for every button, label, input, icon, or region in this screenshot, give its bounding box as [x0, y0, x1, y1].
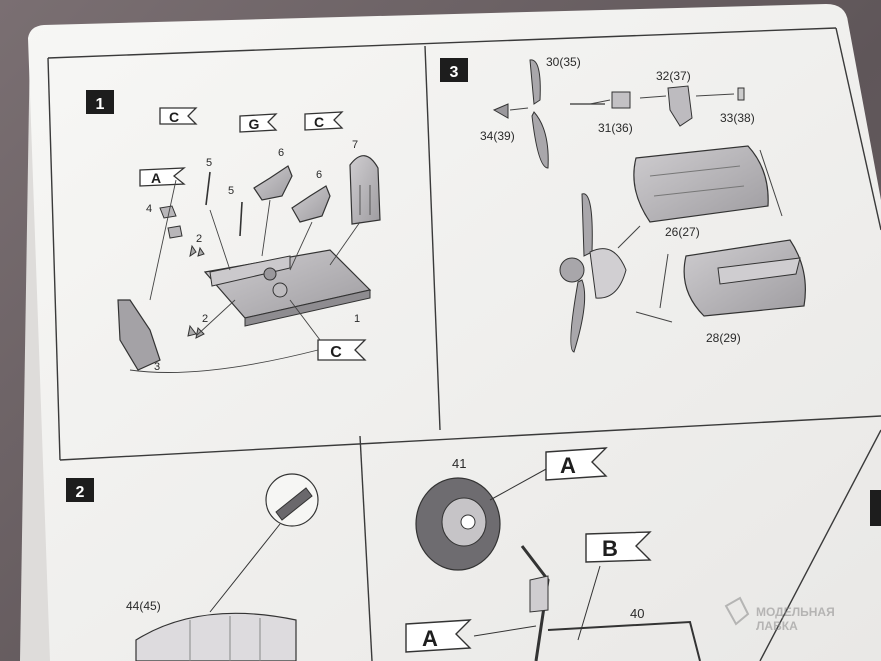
control-stick-upper — [205, 171, 211, 206]
step2-badge — [66, 478, 94, 502]
svg-text:2: 2 — [196, 233, 202, 245]
cowling-upper-detail — [649, 165, 745, 197]
hub-part — [611, 91, 631, 109]
svg-text:5: 5 — [228, 185, 234, 197]
watermark: МОДЕЛЬНАЯ ЛАВКА — [724, 596, 835, 633]
nose-ring-part — [589, 248, 627, 299]
middle-border-line — [59, 415, 881, 461]
detail-callout-arrow — [209, 523, 281, 613]
svg-text:33(38): 33(38) — [720, 111, 755, 125]
propeller-blade-upper — [529, 59, 541, 105]
svg-text:2: 2 — [202, 313, 208, 325]
svg-text:32(37): 32(37) — [656, 69, 691, 83]
spinner-part — [492, 103, 509, 119]
svg-text:31(36): 31(36) — [598, 121, 633, 135]
step1-part-numbers: 5 6 7 5 6 4 2 2 1 3 — [146, 139, 360, 373]
control-stick-lower — [239, 201, 243, 237]
step1-number: 1 — [96, 96, 105, 113]
left-border-line — [47, 57, 61, 461]
svg-text:C: C — [169, 109, 179, 125]
step2-step4-divider — [359, 435, 373, 661]
small-part-4b — [167, 225, 183, 239]
step3-part-numbers: 30(35) 32(37) 34(39) 31(36) 33(38) 26(27… — [480, 55, 755, 345]
svg-text:1: 1 — [354, 313, 360, 325]
svg-text:C: C — [314, 114, 324, 130]
gear-frame — [547, 620, 701, 661]
step1-flag-c-bottom: C — [317, 339, 367, 361]
step1-flag-g: G — [239, 113, 278, 133]
watermark-line2: ЛАВКА — [756, 619, 798, 633]
top-border-line — [47, 27, 837, 59]
step2-part-number: 44(45) — [126, 599, 161, 613]
detail-callout-part — [275, 487, 313, 521]
svg-text:26(27): 26(27) — [665, 225, 700, 239]
step1-step3-divider — [424, 45, 441, 431]
step4-flag-b: B — [585, 531, 652, 563]
svg-text:7: 7 — [352, 139, 358, 151]
bulkhead-part — [349, 155, 381, 225]
strut-sleeve — [529, 575, 549, 613]
step1-flag-c-left: C — [159, 107, 198, 125]
right-border-line — [835, 27, 881, 231]
seat-part-lower — [291, 185, 331, 223]
wheel-to-flag-line — [489, 467, 549, 501]
sidewall-part — [117, 299, 161, 371]
exhaust-slot-row — [717, 257, 801, 285]
svg-text:28(29): 28(29) — [706, 331, 741, 345]
step1-badge — [86, 90, 114, 114]
step1-flag-c-right: C — [304, 111, 344, 131]
pin-part — [737, 87, 745, 101]
watermark-logo-icon — [724, 596, 750, 626]
pedal-part-upper — [189, 244, 205, 258]
svg-text:B: B — [602, 536, 618, 561]
cockpit-floor-part — [203, 249, 372, 327]
step1-panel: 1 C G C A C — [86, 90, 381, 373]
step4-flag-a-top: A — [545, 447, 608, 481]
svg-text:5: 5 — [206, 157, 212, 169]
bracket-part — [667, 85, 693, 127]
step3-panel: 3 30(35) — [440, 55, 806, 353]
svg-text:6: 6 — [316, 169, 322, 181]
wheel-axle — [460, 514, 476, 530]
assembled-spinner — [559, 257, 585, 283]
cowling-upper-part — [633, 145, 769, 223]
svg-text:30(35): 30(35) — [546, 55, 581, 69]
bulkhead-detail — [359, 185, 371, 215]
svg-text:A: A — [560, 453, 576, 478]
step3-arrows-bottom — [617, 149, 783, 323]
step2-number: 2 — [76, 484, 85, 501]
step3-badge — [440, 58, 468, 82]
step2-panel: 2 44(45) — [66, 473, 319, 661]
svg-text:6: 6 — [278, 147, 284, 159]
next-step-badge — [870, 490, 881, 526]
watermark-line1: МОДЕЛЬНАЯ — [756, 605, 835, 619]
svg-text:34(39): 34(39) — [480, 129, 515, 143]
panel-borders — [47, 27, 881, 661]
svg-text:3: 3 — [154, 361, 160, 373]
step3-arrows-top — [509, 93, 735, 111]
step3-number: 3 — [450, 64, 459, 81]
seat-part-upper — [253, 165, 293, 201]
step4-flag-a-bottom: A — [405, 619, 472, 653]
svg-text:A: A — [151, 170, 161, 186]
gear-part-number: 40 — [630, 606, 644, 621]
assembled-blade-lower — [570, 279, 586, 353]
propeller-blade-lower — [531, 111, 549, 169]
small-part-4 — [159, 205, 177, 219]
svg-text:C: C — [330, 344, 342, 361]
part-44-detail — [189, 616, 261, 661]
lower-right-line — [759, 429, 881, 661]
svg-text:A: A — [422, 626, 438, 651]
step1-assembly-lines — [129, 179, 361, 373]
part-44-fairing — [135, 612, 297, 661]
svg-text:G: G — [249, 116, 260, 132]
step4-assembly-lines — [473, 565, 601, 641]
wheel-part-number: 41 — [452, 456, 466, 471]
svg-text:4: 4 — [146, 203, 152, 215]
step1-flag-a: A — [139, 167, 186, 187]
step4-panel: 41 A B A 40 — [405, 447, 701, 661]
